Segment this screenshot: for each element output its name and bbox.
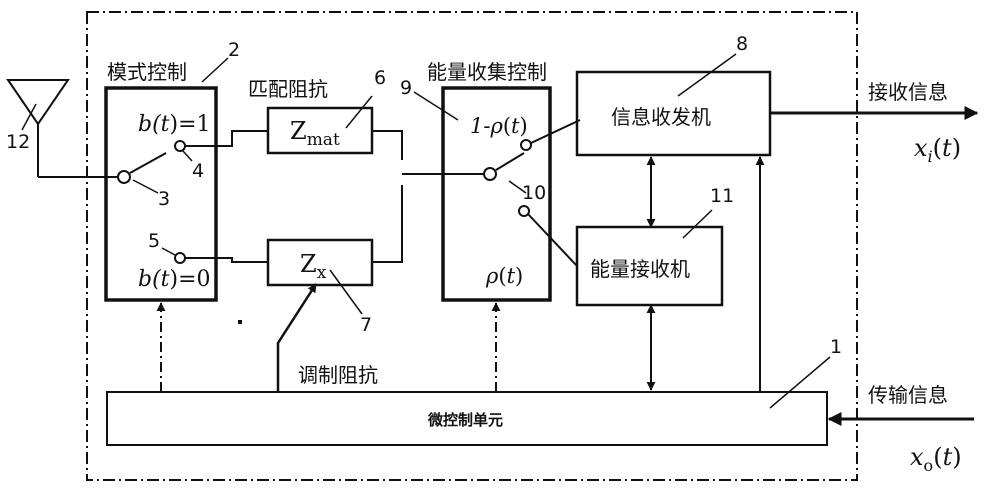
leader-9 <box>413 91 459 121</box>
ref-number-1: 1 <box>830 336 842 358</box>
rho-t: ρ(t) <box>485 264 523 288</box>
xo-x: x <box>910 443 924 471</box>
leader-2 <box>201 57 229 83</box>
receive-info-label: 接收信息 <box>868 80 948 104</box>
xi-t: t <box>942 134 952 162</box>
xi-x: x <box>914 134 928 162</box>
b-equals-0: b(t)=0 <box>138 267 211 292</box>
ref-number-12: 12 <box>6 131 30 153</box>
xo-sub: o <box>924 456 934 475</box>
wire-zmat-out <box>372 130 403 160</box>
paren-open-1: ( <box>503 114 511 138</box>
leader-12 <box>21 103 37 131</box>
mcu-label: 微控制单元 <box>427 411 503 429</box>
xo-t: t <box>943 443 953 471</box>
xi-paren-open: ( <box>933 134 942 162</box>
xo-paren-open: ( <box>933 443 942 471</box>
b-t: t <box>161 112 170 137</box>
one-minus-rho: 1-ρ(t) <box>470 114 528 138</box>
ref-number-10: 10 <box>522 182 546 204</box>
zx-sub: x <box>317 263 327 283</box>
mcu-box <box>106 391 828 446</box>
zx-z: Z <box>300 250 317 278</box>
rho-switch <box>483 139 532 217</box>
rho-1: ρ <box>489 114 503 138</box>
xi-paren-close: ) <box>952 134 961 162</box>
zx-label: Zx <box>300 250 327 283</box>
leader-10 <box>508 180 527 194</box>
b-prefix-0: b( <box>138 267 161 292</box>
leader-1 <box>769 356 831 409</box>
stray-dot <box>238 320 242 324</box>
b-prefix: b( <box>138 112 161 137</box>
wire-b1-to-zmat <box>185 130 268 147</box>
leader-4 <box>182 150 193 162</box>
leader-3 <box>132 179 159 194</box>
transmit-info-label: 传输信息 <box>868 383 948 407</box>
matching-impedance-label: 匹配阻抗 <box>248 77 328 101</box>
paren-close-2: ) <box>515 264 523 288</box>
system-boundary <box>86 11 858 481</box>
zmat-label: Zmat <box>290 117 340 150</box>
ref-number-9: 9 <box>400 77 412 99</box>
antenna-icon <box>6 79 118 178</box>
modulation-arrow <box>276 283 318 392</box>
xi-sub: i <box>928 147 933 166</box>
energy-harvest-control-box <box>441 86 552 302</box>
modulation-impedance-label: 调制阻抗 <box>298 363 378 387</box>
b-t-0: t <box>161 267 170 292</box>
b-equals-1: b(t)=1 <box>138 112 211 137</box>
paren-open-2: ( <box>498 264 506 288</box>
leader-8 <box>677 53 737 97</box>
leader-11 <box>682 209 713 239</box>
ref-number-5: 5 <box>148 230 160 252</box>
wire-to-energy-receiver <box>527 213 578 267</box>
ref-number-4: 4 <box>192 160 204 182</box>
wire-zx-out <box>372 185 403 263</box>
leader-7 <box>329 269 363 315</box>
mode-control-label: 模式控制 <box>107 60 187 84</box>
leader-5 <box>161 247 176 256</box>
leader-6 <box>345 95 373 129</box>
wire-b0-to-zx <box>185 257 268 263</box>
ref-number-6: 6 <box>374 67 386 89</box>
ref-number-2: 2 <box>228 39 240 61</box>
info-transceiver-label: 信息收发机 <box>611 105 711 129</box>
xo-paren-close: ) <box>952 443 961 471</box>
b1-suffix: )=1 <box>170 112 211 137</box>
t-1: t <box>511 114 520 138</box>
ref-number-3: 3 <box>158 188 170 210</box>
zmat-sub: mat <box>307 130 340 150</box>
ref-number-11: 11 <box>710 185 734 207</box>
wire-to-info-transceiver <box>530 119 581 144</box>
xo-label: xo(t) <box>910 443 962 475</box>
mode-control-box <box>104 86 218 302</box>
rho-2: ρ <box>485 264 499 288</box>
energy-receiver-label: 能量接收机 <box>590 257 690 281</box>
paren-close-1: ) <box>519 114 527 138</box>
ref-number-7: 7 <box>360 314 372 336</box>
energy-harvest-control-label: 能量收集控制 <box>427 60 547 84</box>
t-2: t <box>507 264 516 288</box>
one-minus: 1- <box>470 114 490 138</box>
b0-suffix: )=0 <box>170 267 211 292</box>
xi-label: xi(t) <box>914 134 961 166</box>
ref-number-8: 8 <box>736 33 748 55</box>
zmat-z: Z <box>290 117 307 145</box>
